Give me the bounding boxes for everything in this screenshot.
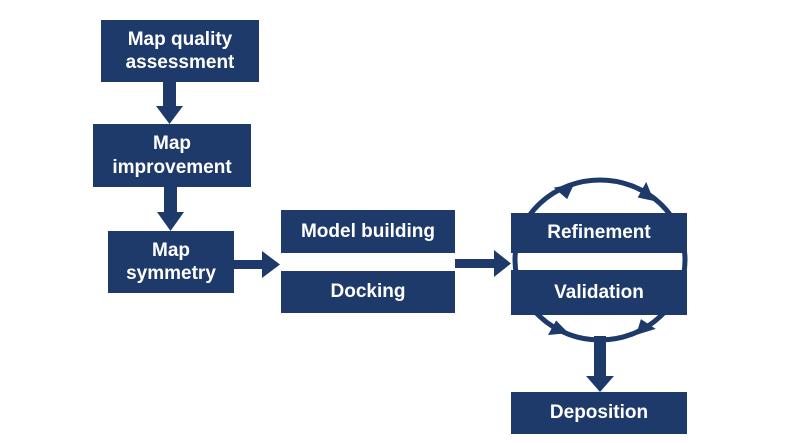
node-map-improvement: Map improvement <box>93 124 251 187</box>
cycle-arrows-icon <box>512 177 688 343</box>
node-deposition: Deposition <box>511 392 687 434</box>
node-refinement: Refinement <box>511 213 687 253</box>
arrow-down-quality-to-improvement-icon <box>156 82 183 124</box>
node-map-symmetry: Map symmetry <box>108 231 234 293</box>
node-validation: Validation <box>511 270 687 315</box>
arrow-down-validation-to-deposition-icon <box>586 336 614 392</box>
arrow-right-building-to-refinement-icon <box>455 250 511 277</box>
node-map-quality-assessment: Map quality assessment <box>101 20 259 82</box>
arrow-right-symmetry-to-building-icon <box>234 251 280 278</box>
arrow-down-improvement-to-symmetry-icon <box>157 187 184 231</box>
node-model-building: Model building <box>281 210 455 253</box>
node-docking: Docking <box>281 271 455 313</box>
